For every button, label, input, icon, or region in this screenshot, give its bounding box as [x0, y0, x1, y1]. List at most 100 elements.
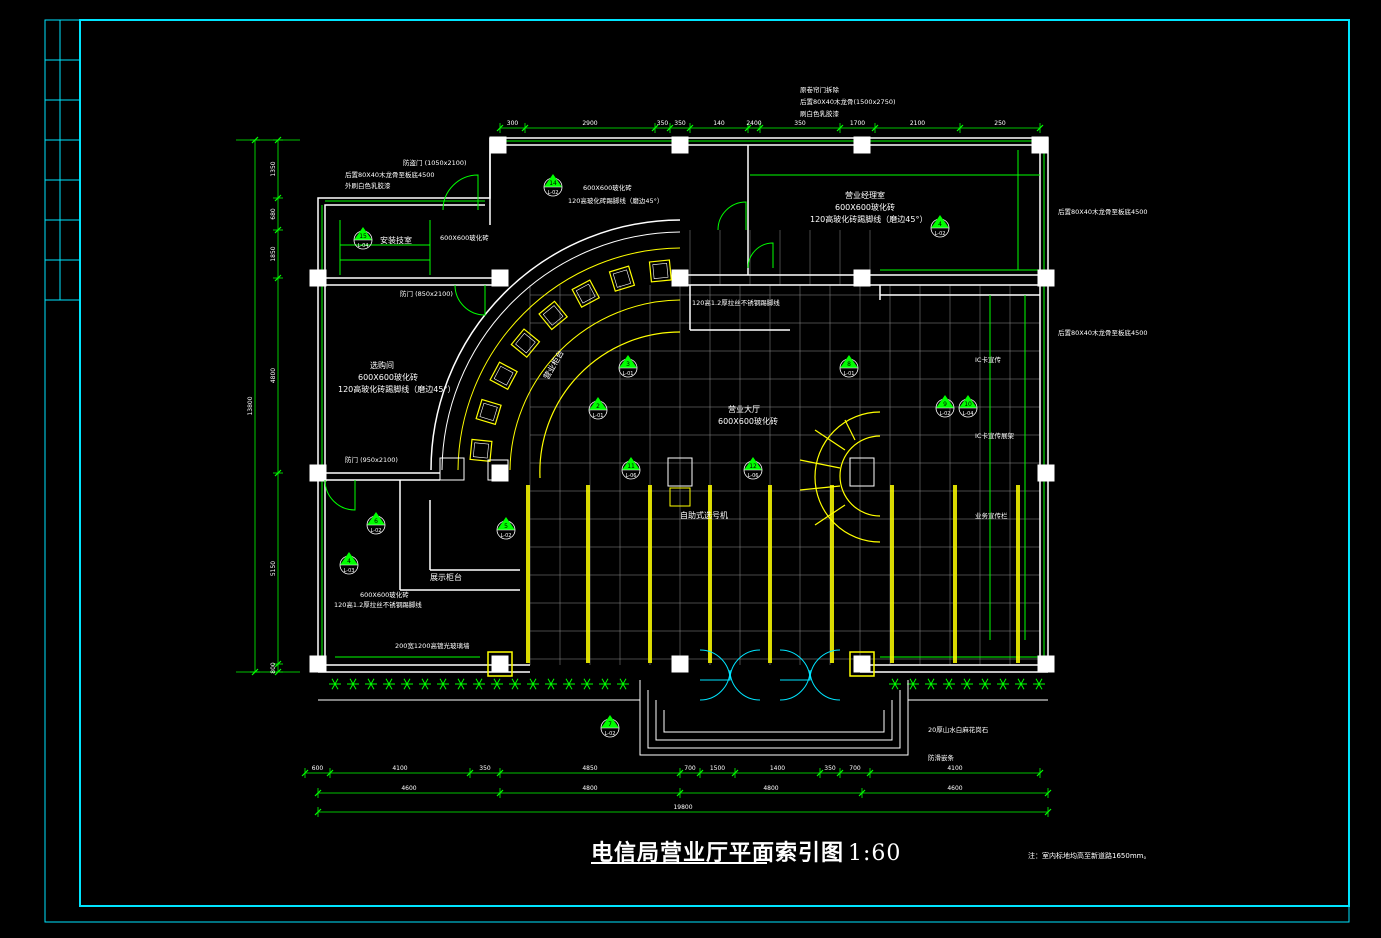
dim-bottom-1: 4100 — [947, 765, 962, 772]
svg-text:8: 8 — [847, 361, 851, 368]
column — [1037, 269, 1055, 287]
room-main-hall-spec: 600X600玻化砖 — [718, 416, 778, 426]
column — [489, 136, 507, 154]
workstation-seat — [608, 265, 636, 292]
planter-plant — [997, 678, 1009, 690]
svg-text:业务宣传栏: 业务宣传栏 — [975, 511, 1008, 520]
planter-plant — [1015, 678, 1027, 690]
svg-text:12: 12 — [749, 463, 757, 470]
entrance-doors — [699, 649, 841, 701]
svg-text:200宽1200高镀光玻璃墙: 200宽1200高镀光玻璃墙 — [395, 641, 470, 650]
side-doors — [324, 174, 774, 511]
room-selection: 选购间 — [370, 360, 394, 370]
dim-bottom-1: 600 — [312, 765, 324, 772]
dim-bottom-1: 1400 — [770, 765, 785, 772]
dim-bottom-2: 4800 — [763, 785, 778, 792]
svg-text:L-01: L-01 — [844, 371, 855, 377]
index-marker: 4L-02 — [930, 215, 950, 238]
column — [671, 655, 689, 673]
column — [309, 655, 327, 673]
index-marker: 2L-01 — [588, 397, 608, 420]
drawing-frame — [44, 19, 1350, 923]
display-strip — [648, 485, 652, 663]
display-strip — [953, 485, 957, 663]
workstation-seat — [571, 279, 601, 308]
dim-top: 350 — [794, 120, 806, 127]
cabinet — [487, 459, 509, 481]
svg-text:L-02: L-02 — [501, 533, 512, 539]
dim-bottom-2: 4600 — [401, 785, 416, 792]
planter-plant — [329, 678, 341, 690]
column — [853, 136, 871, 154]
svg-text:120高1.2厚拉丝不锈钢踢脚线: 120高1.2厚拉丝不锈钢踢脚线 — [334, 600, 422, 609]
planter-plant — [889, 678, 901, 690]
planter-plant — [491, 678, 503, 690]
dim-left: 680 — [270, 208, 277, 220]
dim-top: 250 — [994, 120, 1006, 127]
kiosk — [667, 457, 693, 487]
workstation-seat — [538, 300, 569, 331]
display-strip — [526, 485, 530, 663]
svg-text:L-01: L-01 — [593, 413, 604, 419]
planter-plant — [365, 678, 377, 690]
workstation-seat — [648, 259, 672, 283]
cabinet — [439, 457, 465, 481]
svg-text:L-04: L-04 — [358, 243, 369, 249]
planter-plant — [979, 678, 991, 690]
svg-text:9: 9 — [943, 401, 947, 408]
svg-text:3: 3 — [626, 361, 630, 368]
svg-text:IC卡宣传展架: IC卡宣传展架 — [975, 431, 1014, 440]
planter-plant — [943, 678, 955, 690]
room-manager-spec2: 120高玻化砖踢脚线（磨边45°） — [810, 214, 927, 224]
svg-text:L-02: L-02 — [548, 190, 559, 196]
room-labels: 营业大厅 600X600玻化砖 营业经理室 600X600玻化砖 120高玻化砖… — [338, 190, 927, 582]
planter-plant — [455, 678, 467, 690]
svg-text:L-02: L-02 — [371, 528, 382, 534]
column — [1031, 136, 1049, 154]
svg-text:5: 5 — [504, 523, 508, 530]
svg-text:刷白色乳胶漆: 刷白色乳胶漆 — [800, 109, 840, 118]
annotation-labels: 原卷帘门拆除 后置80X40木龙骨(1500x2750) 刷白色乳胶漆 防盗门 … — [334, 85, 1148, 762]
svg-text:L-02: L-02 — [605, 731, 616, 737]
room-selection-spec2: 120高玻化砖踢脚线（磨边45°） — [338, 384, 455, 394]
index-marker: 9L-02 — [935, 395, 955, 418]
room-main-hall: 营业大厅 — [728, 404, 760, 414]
svg-text:后置80X40木龙骨至板底4500: 后置80X40木龙骨至板底4500 — [1058, 328, 1148, 337]
svg-text:20厚山水白麻花岗石: 20厚山水白麻花岗石 — [928, 725, 989, 734]
kiosk — [849, 457, 875, 487]
index-marker: 11L-06 — [621, 457, 641, 480]
planter-plant — [599, 678, 611, 690]
index-marker: 12L-06 — [743, 457, 763, 480]
workstation-seat — [469, 438, 493, 462]
workstation-seat — [489, 361, 518, 391]
service-counter-arc — [430, 219, 681, 479]
dim-left: 800 — [270, 662, 277, 674]
svg-text:11: 11 — [627, 463, 635, 470]
planter-plant — [473, 678, 485, 690]
counter-workstations — [469, 259, 672, 462]
index-markers: 14L-0215L-044L-029L-023L-012L-018L-0110L… — [339, 174, 978, 738]
planter-plant — [401, 678, 413, 690]
column-outline — [487, 651, 513, 677]
svg-text:14: 14 — [549, 180, 557, 187]
index-marker: 10L-04 — [958, 395, 978, 418]
dim-bottom-1: 4100 — [392, 765, 407, 772]
dim-bottom-1: 1500 — [710, 765, 725, 772]
front-steps — [318, 680, 1048, 756]
planter-plant — [545, 678, 557, 690]
index-marker: 8L-01 — [839, 355, 859, 378]
display-strip — [830, 485, 834, 663]
svg-text:防盗门 (1050x2100): 防盗门 (1050x2100) — [403, 158, 467, 167]
svg-text:L-06: L-06 — [748, 473, 759, 479]
column — [853, 269, 871, 287]
planter-plant — [925, 678, 937, 690]
dim-top: 350 — [674, 120, 686, 127]
index-marker: 4L-03 — [339, 552, 359, 575]
round-info-desk — [799, 411, 881, 543]
svg-text:2: 2 — [596, 403, 600, 410]
room-manager: 营业经理室 — [845, 190, 885, 200]
room-counter: 营业柜台 — [541, 348, 566, 381]
dim-bottom-1: 350 — [824, 765, 836, 772]
